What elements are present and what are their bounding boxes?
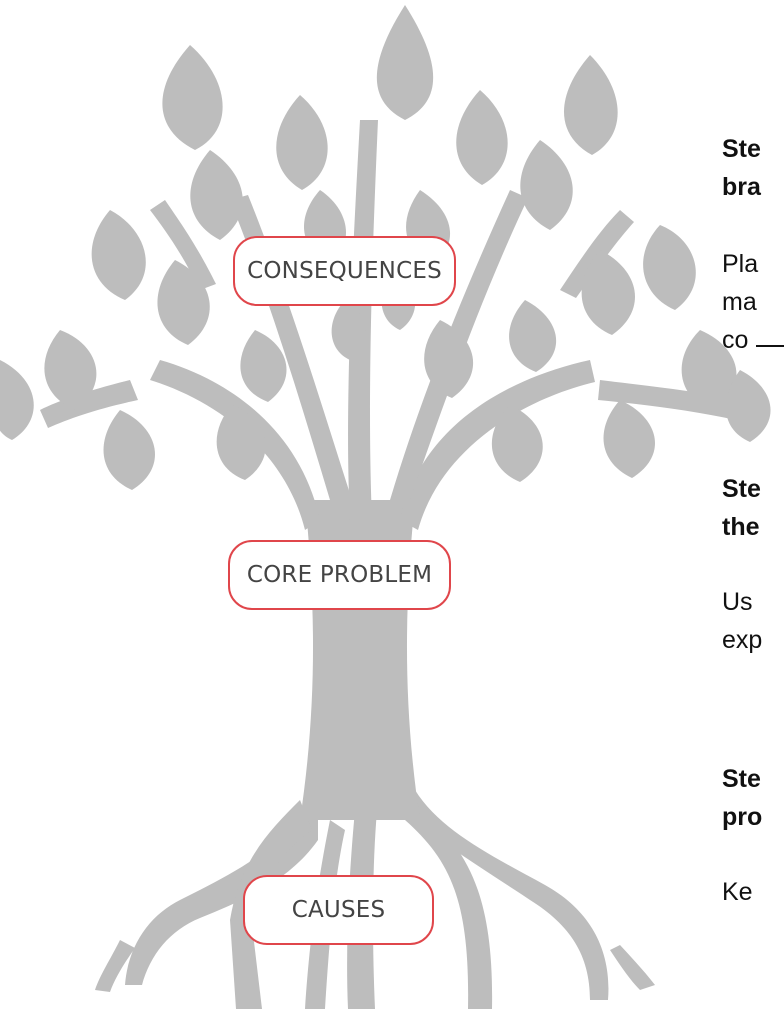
steps-column xyxy=(745,0,784,1009)
causes-label: CAUSES xyxy=(243,875,434,945)
consequences-label: CONSEQUENCES xyxy=(233,236,456,306)
core-problem-label: CORE PROBLEM xyxy=(228,540,451,610)
